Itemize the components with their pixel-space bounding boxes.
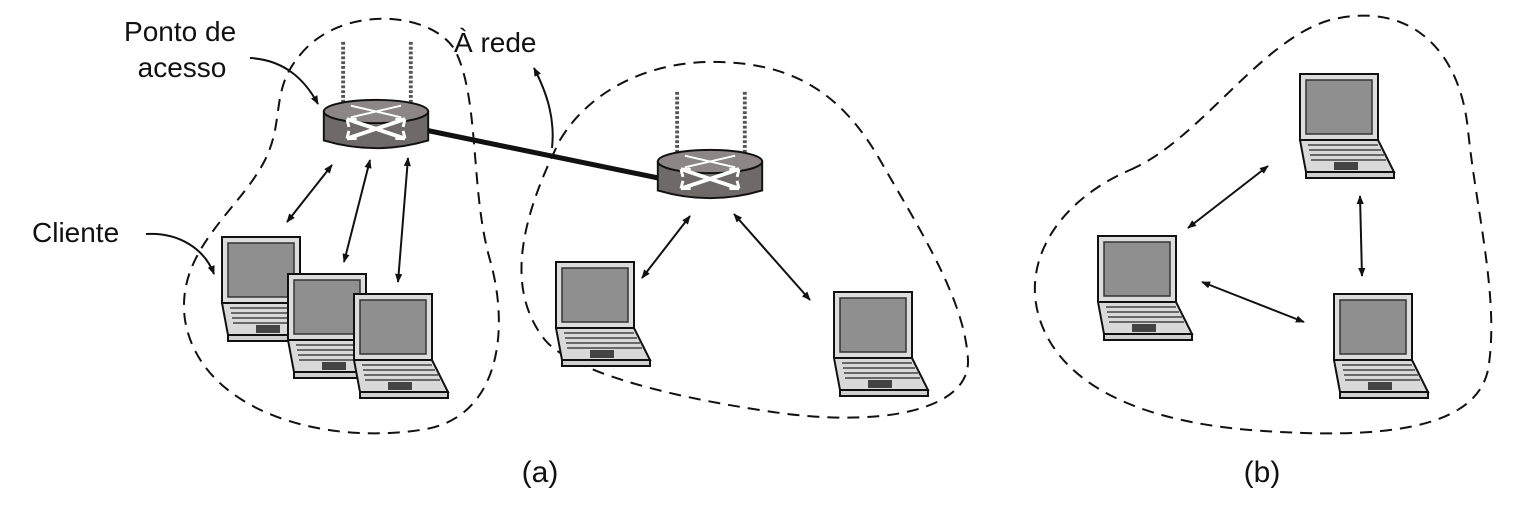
bss-right-boundary bbox=[520, 60, 970, 419]
to-network-arrow bbox=[533, 67, 554, 149]
link-arrow bbox=[641, 215, 691, 279]
client-pointer bbox=[145, 232, 215, 275]
bss-left-boundary bbox=[182, 17, 500, 435]
laptop-icon bbox=[1333, 293, 1429, 399]
to-network-label: À rede bbox=[454, 27, 537, 58]
wireless-router-icon bbox=[655, 89, 765, 201]
link-arrow bbox=[342, 159, 372, 263]
link-arrow bbox=[395, 157, 411, 283]
caption-a: (a) bbox=[522, 456, 559, 489]
wireless-router-icon bbox=[321, 39, 431, 151]
laptop-icon bbox=[353, 293, 449, 399]
link-arrow bbox=[1201, 281, 1305, 323]
access-point-right bbox=[655, 89, 765, 201]
client-label: Cliente bbox=[32, 217, 119, 248]
link-arrow bbox=[733, 213, 811, 301]
wired-link bbox=[424, 127, 669, 183]
access-point-left bbox=[321, 39, 431, 151]
laptop-icon bbox=[555, 261, 651, 367]
access-point-pointer bbox=[249, 57, 319, 105]
link-arrow bbox=[1356, 195, 1366, 277]
link-arrow bbox=[286, 164, 333, 223]
laptop-icon bbox=[1299, 73, 1395, 179]
laptop-icon bbox=[1097, 235, 1193, 341]
caption-b: (b) bbox=[1244, 456, 1281, 489]
link-arrow bbox=[1187, 165, 1269, 229]
ad-hoc-boundary bbox=[1033, 14, 1493, 435]
laptop-icon bbox=[833, 291, 929, 397]
access-point-label: Ponto de acesso bbox=[124, 16, 244, 83]
